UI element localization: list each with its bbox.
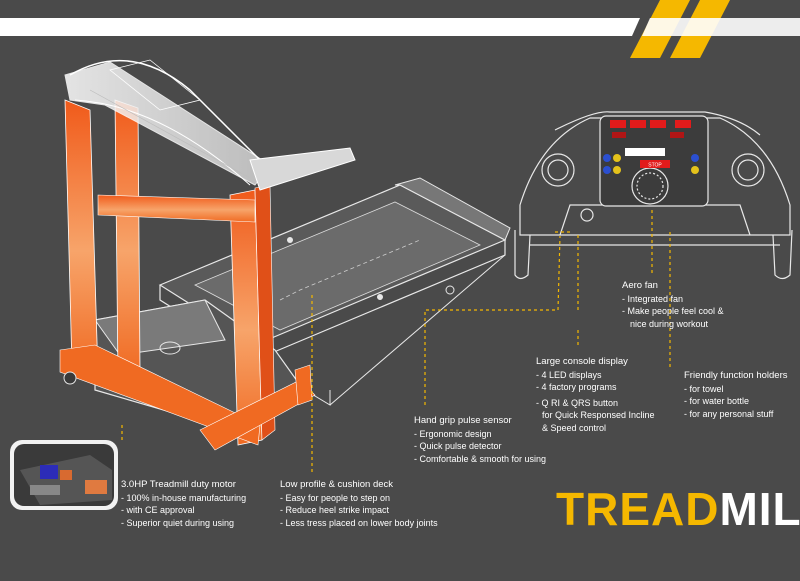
console-illustration — [514, 111, 793, 280]
callout-item: - Q RI & QRS button — [536, 397, 619, 408]
header-stripes — [0, 0, 800, 58]
stop-button — [640, 160, 670, 168]
title-part-mill: MILL — [719, 483, 800, 535]
callout-pulse-sensor: Hand grip pulse sensor - Ergonomic desig… — [414, 415, 546, 465]
callout-item: - for towel — [684, 383, 724, 394]
svg-text:STOP: STOP — [648, 163, 662, 169]
callout-console-display: Large console display - 4 LED displays -… — [536, 356, 655, 434]
callout-item: - for water bottle — [684, 396, 750, 406]
callout-deck: Low profile & cushion deck - Easy for pe… — [280, 479, 438, 529]
callout-item: - 4 LED displays — [536, 369, 602, 380]
title-part-tread: TREAD — [556, 483, 720, 535]
callout-item: - with CE approval — [121, 505, 195, 515]
page-title: TREADMILL — [556, 482, 800, 536]
motor-inset — [10, 440, 118, 510]
callout-leaders — [121, 210, 671, 475]
callout-item: nice during workout — [630, 318, 709, 329]
callout-item: - for any personal stuff — [684, 408, 774, 419]
callout-title: Aero fan — [622, 280, 658, 291]
callout-item: - Comfortable & smooth for using — [414, 453, 547, 464]
callout-item: - Make people feel cool & — [622, 306, 724, 316]
callout-item: & Speed control — [542, 422, 607, 433]
console-panel-details: STOP — [603, 120, 699, 174]
callout-title: Low profile & cushion deck — [280, 479, 394, 490]
callout-function-holders: Friendly function holders - for towel - … — [684, 370, 788, 420]
callout-item: - Easy for people to step on — [280, 492, 391, 503]
callout-item: - 4 factory programs — [536, 382, 617, 392]
callout-item: for Quick Responsed Incline — [542, 410, 655, 420]
callout-title: Large console display — [536, 356, 628, 367]
callout-item: - Superior quiet during using — [121, 517, 235, 528]
callout-item: - Quick pulse detector — [414, 441, 502, 451]
callout-motor: 3.0HP Treadmill duty motor - 100% in-hou… — [121, 479, 246, 529]
callout-item: - Less tress placed on lower body joints — [280, 517, 438, 528]
callout-aero-fan: Aero fan - Integrated fan - Make people … — [622, 280, 724, 330]
callout-item: - Ergonomic design — [414, 428, 492, 439]
handle-grip-right — [249, 147, 356, 191]
callout-title: Hand grip pulse sensor — [414, 415, 512, 426]
frame-upright-left — [64, 99, 99, 376]
callout-item: - Integrated fan — [622, 293, 684, 304]
callout-item: - 100% in-house manufacturing — [121, 492, 247, 503]
treadmill-illustration — [59, 59, 511, 451]
callout-title: Friendly function holders — [684, 370, 788, 381]
callout-title: 3.0HP Treadmill duty motor — [121, 479, 236, 490]
callout-item: - Reduce heel strike impact — [280, 505, 390, 515]
